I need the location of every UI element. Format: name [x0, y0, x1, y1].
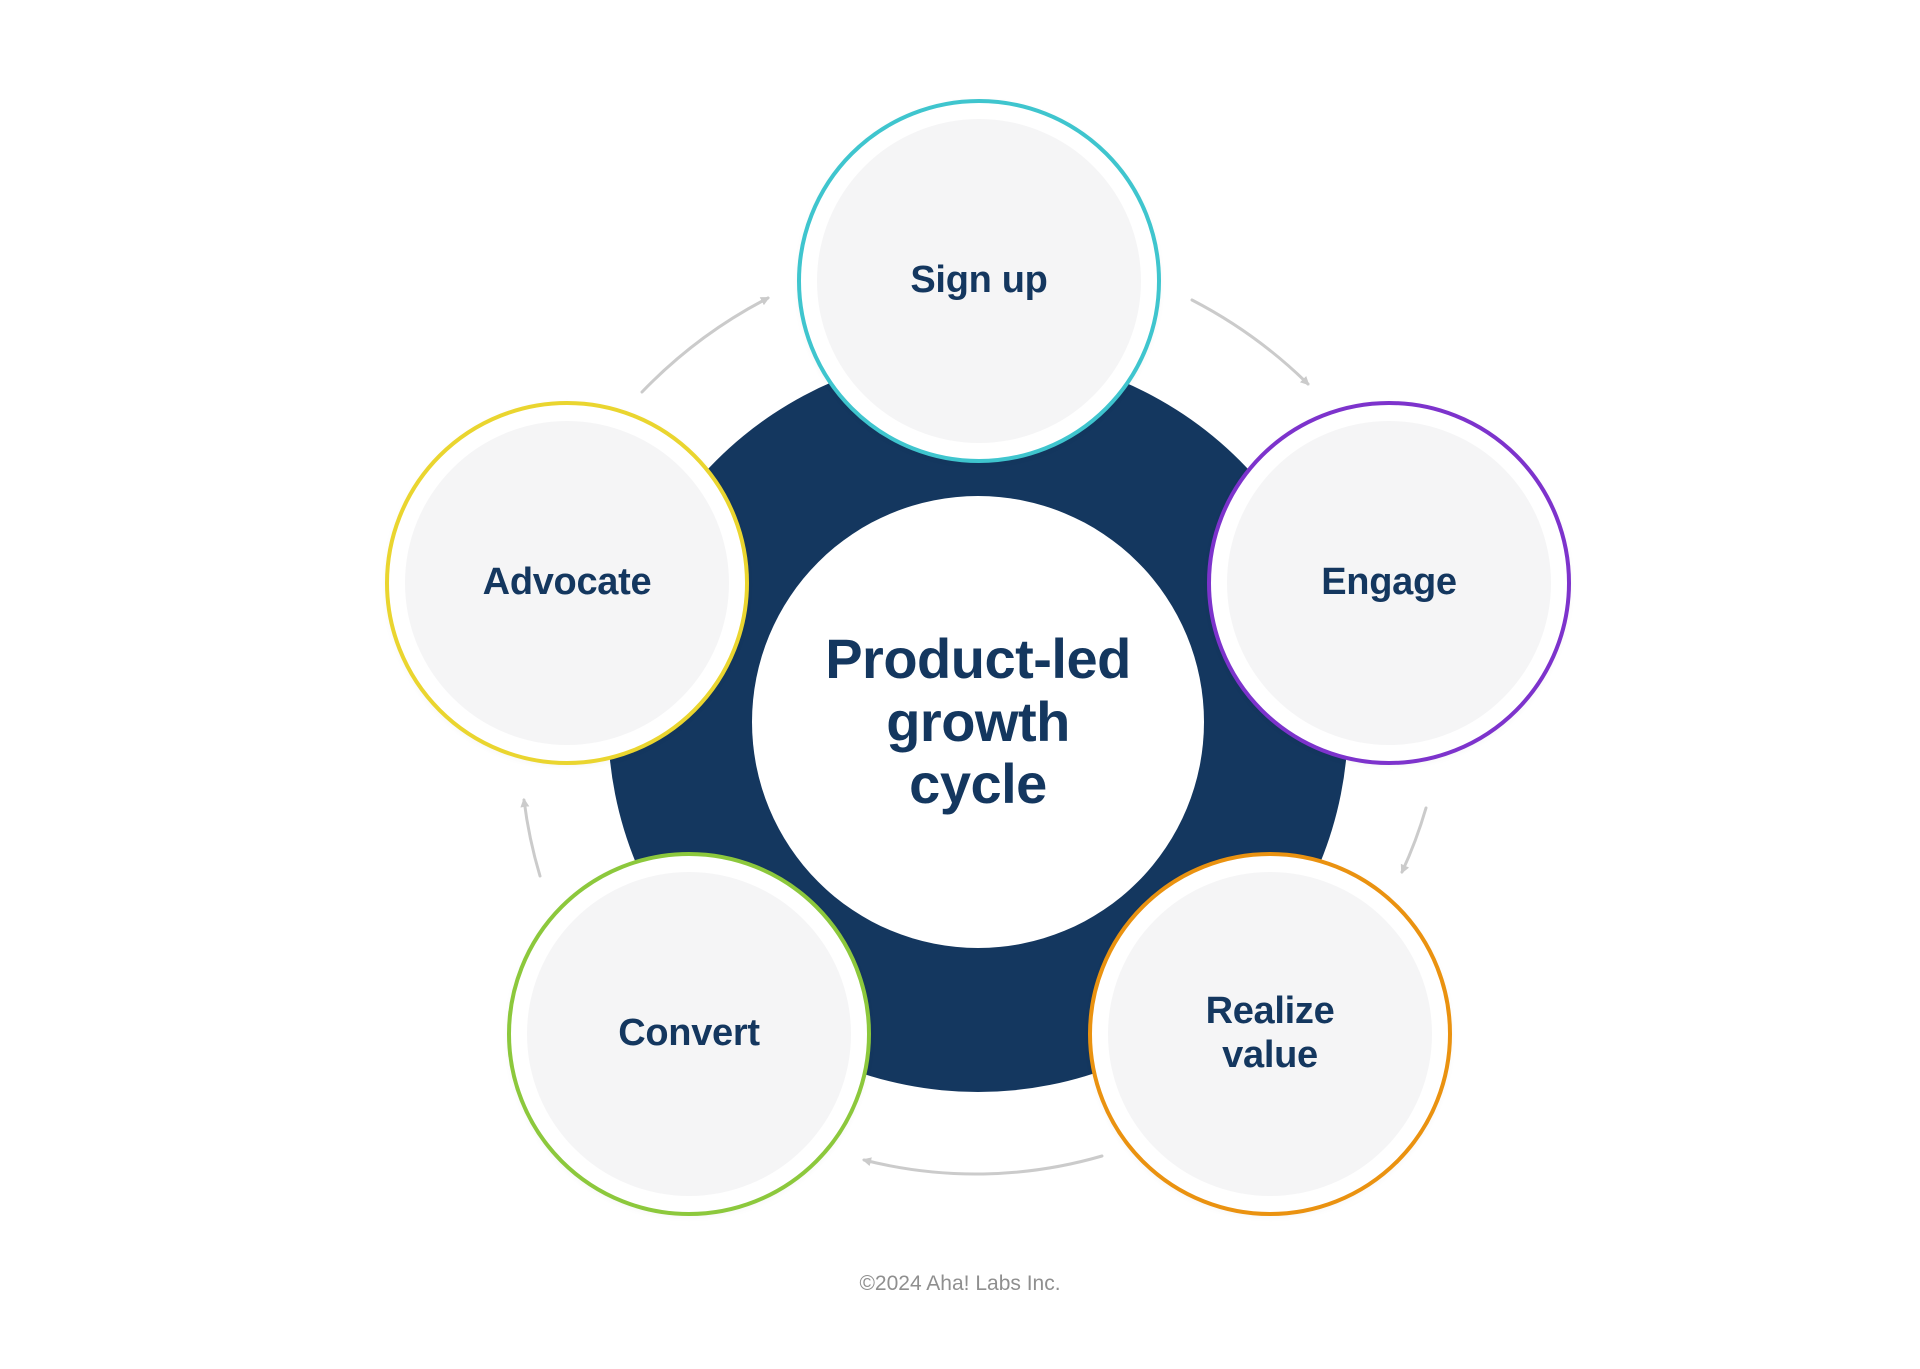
- node-label: Realize value: [1205, 990, 1335, 1076]
- node-realize-value-disc: Realize value: [1108, 872, 1432, 1196]
- arrow-convert-to-advocate: [520, 798, 542, 878]
- diagram-title-line: Product-led: [825, 626, 1131, 690]
- node-convert-disc: Convert: [527, 872, 851, 1196]
- arrow-advocate-to-signup: [640, 296, 770, 394]
- node-label: Convert: [618, 1012, 760, 1055]
- node-sign-up-disc: Sign up: [817, 119, 1141, 443]
- diagram-title-line: growth: [886, 689, 1070, 753]
- node-realize-value: Realize value: [1088, 852, 1452, 1216]
- node-advocate: Advocate: [385, 401, 749, 765]
- cycle-ring: Product-led growth cycle: [608, 352, 1348, 1092]
- node-label: Sign up: [910, 259, 1048, 302]
- cycle-center: Product-led growth cycle: [752, 496, 1204, 948]
- arrow-engage-to-realize-value: [1400, 806, 1428, 874]
- copyright-text: ©2024 Aha! Labs Inc.: [859, 1272, 1061, 1295]
- node-advocate-disc: Advocate: [405, 421, 729, 745]
- diagram-title-line: cycle: [909, 752, 1047, 816]
- node-engage: Engage: [1207, 401, 1571, 765]
- arrow-signup-to-engage: [1190, 298, 1310, 386]
- node-engage-disc: Engage: [1227, 421, 1551, 745]
- node-label: Advocate: [482, 561, 652, 604]
- diagram-title: Product-led growth cycle: [825, 626, 1131, 816]
- node-label: Engage: [1321, 561, 1457, 604]
- node-convert: Convert: [507, 852, 871, 1216]
- arrow-realize-value-to-convert: [862, 1154, 1104, 1176]
- node-sign-up: Sign up: [797, 99, 1161, 463]
